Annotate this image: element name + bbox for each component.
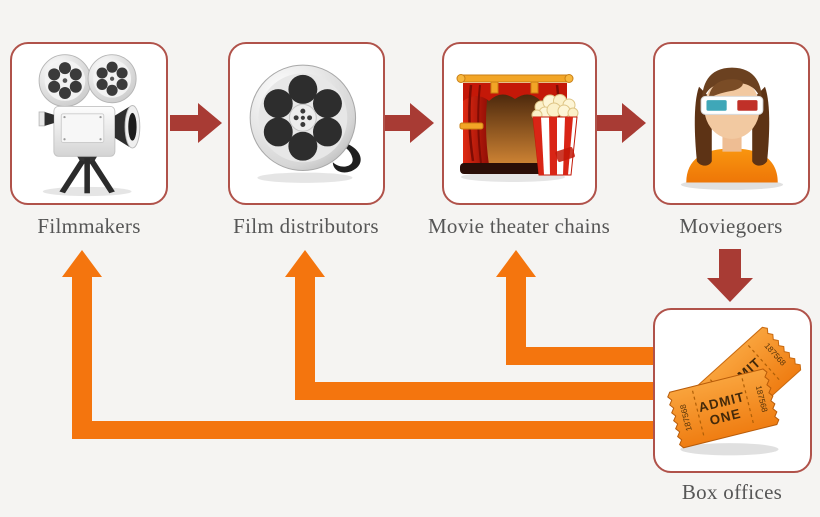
arrow-moviegoers-to-boxoffices (707, 249, 753, 302)
node-label-film-distributors: Film distributors (233, 214, 379, 238)
node-film-distributors (228, 42, 385, 205)
ticket-admit-text: ONE (708, 405, 743, 427)
theater-stage-popcorn-icon (456, 73, 578, 182)
node-label-filmmakers: Filmmakers (37, 214, 141, 238)
movie-camera-icon (38, 53, 141, 196)
arrow-filmmakers-to-distributors (170, 103, 222, 143)
film-reel-icon (249, 64, 361, 183)
node-box-offices: 187568 187568 ADMIT ONE 187568 187568 AD… (653, 308, 812, 473)
arrow-boxoffices-to-distributors (285, 250, 653, 400)
node-label-movie-theater-chains: Movie theater chains (427, 214, 611, 238)
ticket-front: 187568 187568 ADMIT ONE (666, 367, 779, 448)
arrow-boxoffices-to-theaters (496, 250, 653, 365)
node-label-box-offices: Box offices (681, 480, 783, 504)
node-label-moviegoers: Moviegoers (679, 214, 783, 238)
node-movie-theater-chains (442, 42, 597, 205)
moviegoer-3d-glasses-icon (680, 67, 783, 190)
arrow-distributors-to-theaters (385, 103, 434, 143)
admit-one-tickets-icon: 187568 187568 ADMIT ONE 187568 187568 AD… (666, 326, 801, 455)
node-moviegoers (653, 42, 810, 205)
popcorn-icon (531, 93, 578, 175)
arrow-theaters-to-moviegoers (597, 103, 646, 143)
arrow-boxoffices-to-filmmakers (62, 250, 653, 439)
node-filmmakers (10, 42, 168, 205)
3d-glasses-icon (700, 95, 763, 115)
